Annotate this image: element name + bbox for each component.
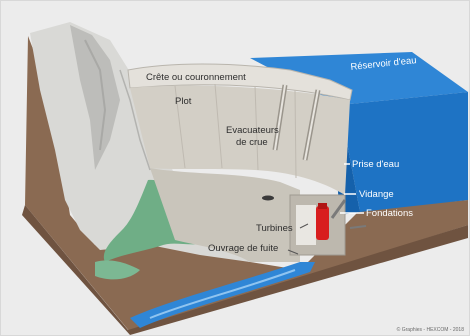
basin-opening — [262, 195, 274, 201]
vegetation-patch — [95, 260, 140, 280]
label-drain: Vidange — [359, 189, 394, 200]
spillway-channel-2-inner — [304, 89, 319, 161]
dam-joint-1 — [174, 85, 186, 169]
turbine-top — [318, 203, 327, 209]
dam-joint-4 — [294, 89, 297, 179]
turbine — [316, 206, 329, 240]
image-credit: © Graphies - HEXCOM - 2018 — [396, 327, 464, 333]
label-intake: Prise d'eau — [352, 159, 400, 170]
spillway-channel-1-inner — [274, 84, 286, 151]
reservoir-top — [250, 52, 468, 105]
rock-shading — [70, 25, 120, 170]
penstock — [330, 199, 347, 219]
rock-crack-1 — [84, 39, 107, 151]
rock-crack-2 — [119, 69, 151, 171]
turbines-leader — [299, 223, 309, 229]
stilling-basin — [150, 168, 300, 262]
label-spillway-line2: de crue — [236, 137, 268, 148]
label-crest: Crête ou couronnement — [146, 72, 246, 83]
earth-front-face — [25, 36, 468, 332]
drain-pipe — [349, 225, 367, 229]
label-foundations: Fondations — [366, 208, 414, 219]
river-highlight — [149, 269, 296, 319]
label-fruit: Plot — [175, 96, 192, 107]
outlet-leader — [287, 249, 299, 255]
reservoir-front — [340, 92, 468, 212]
dam-joint-2 — [214, 83, 223, 169]
label-turbines: Turbines — [256, 223, 293, 234]
label-outlet: Ouvrage de fuite — [208, 243, 279, 254]
dam-joint-3 — [254, 85, 259, 171]
label-spillway-line1: Evacuateurs — [226, 125, 279, 136]
